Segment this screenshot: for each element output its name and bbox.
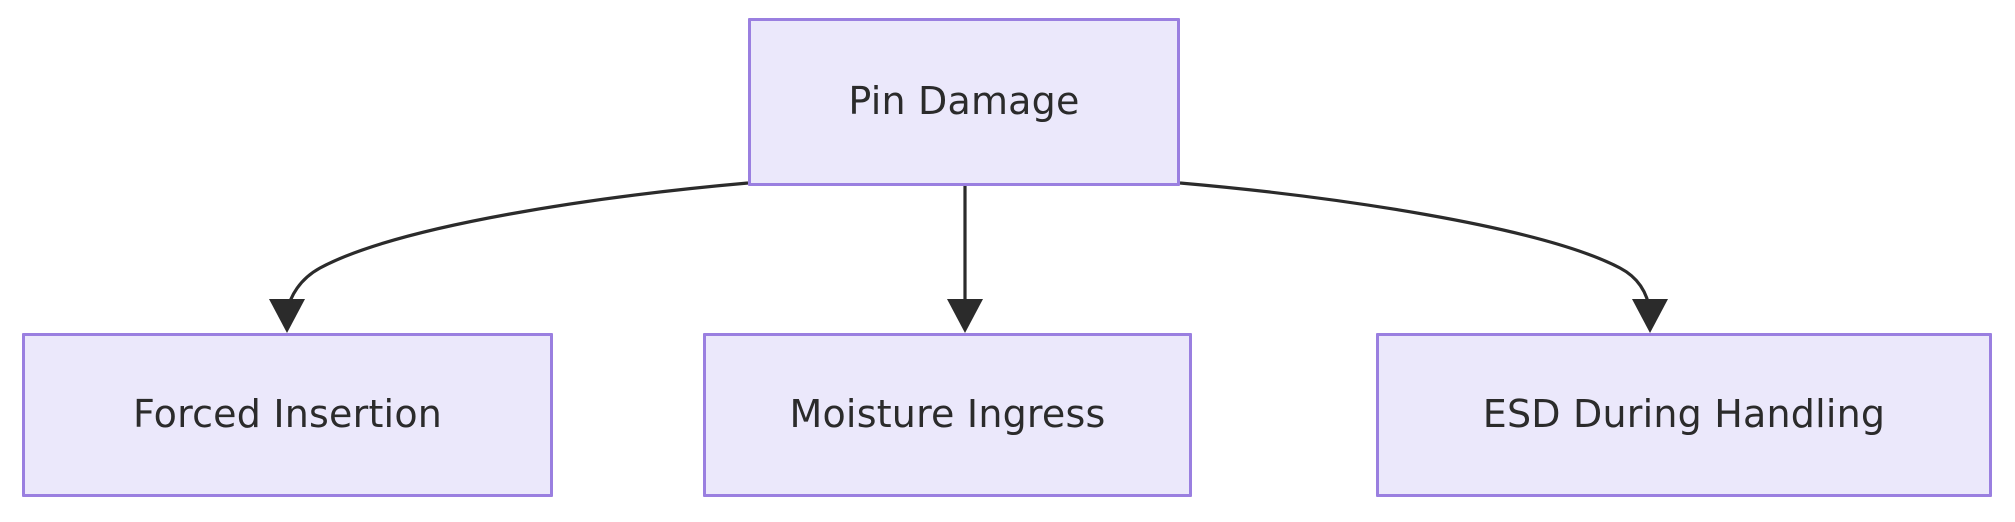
flowchart-node-moisture-ingress[interactable]: Moisture Ingress [703, 333, 1192, 497]
edge-root-to-forced [269, 181, 749, 333]
arrowhead-forced [269, 299, 305, 333]
flowchart-node-esd-during-handling[interactable]: ESD During Handling [1376, 333, 1992, 497]
flowchart-node-label: Moisture Ingress [789, 392, 1106, 437]
flowchart-node-label: Forced Insertion [132, 392, 443, 437]
edge-path-root-to-esd [1179, 181, 1652, 313]
flowchart-node-label: ESD During Handling [1482, 392, 1886, 437]
flowchart-node-pin-damage[interactable]: Pin Damage [748, 18, 1180, 186]
edge-path-root-to-forced [285, 181, 749, 313]
flowchart-node-label: Pin Damage [848, 79, 1080, 124]
arrowhead-esd [1632, 299, 1668, 333]
flowchart-node-forced-insertion[interactable]: Forced Insertion [22, 333, 553, 497]
edge-root-to-moist [947, 186, 983, 333]
edge-root-to-esd [1179, 181, 1668, 333]
arrowhead-moist [947, 299, 983, 333]
